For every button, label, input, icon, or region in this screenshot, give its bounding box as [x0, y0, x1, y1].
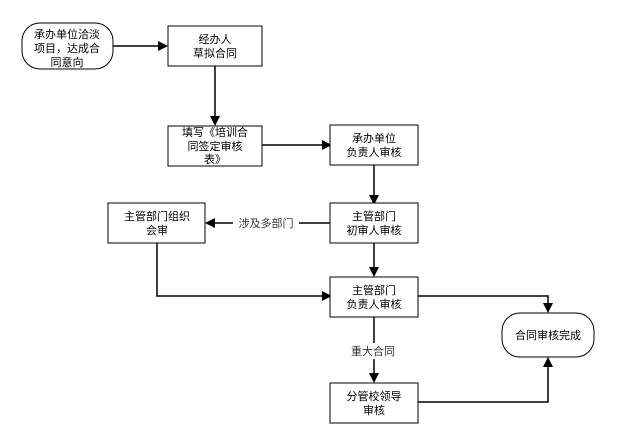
leader-review-shape — [329, 382, 419, 424]
handler-draft-line-2: 草拟合同 — [193, 46, 237, 60]
start-node-shape — [21, 22, 114, 70]
edge-leader-to-complete — [418, 357, 553, 403]
joint-review-line-2: 会审 — [146, 223, 168, 237]
joint-review-line-1: 主管部门组织 — [124, 209, 190, 223]
dept-initial-review-line-2: 初审人审核 — [347, 223, 402, 237]
start-node-line-2: 项目，达成合 — [34, 41, 100, 55]
unit-head-review-line-2: 负责人审核 — [347, 145, 402, 159]
complete-node: 合同审核完成 — [501, 312, 595, 358]
multi-dept-label-bg — [233, 215, 299, 231]
start-node-line-3: 同意向 — [51, 55, 84, 69]
complete-node-line-1: 合同审核完成 — [515, 328, 581, 342]
edge-joint-to-head — [156, 243, 332, 301]
dept-head-review-line-2: 负责人审核 — [347, 297, 402, 311]
leader-review-line-2: 审核 — [363, 403, 385, 417]
edge-labels: 涉及多部门 重大合同 — [233, 215, 402, 359]
joint-review-shape — [107, 202, 206, 244]
start-node-line-1: 承办单位洽淡 — [34, 27, 100, 41]
multi-dept-label: 涉及多部门 — [239, 216, 294, 230]
leader-review-line-1: 分管校领导 — [347, 389, 402, 403]
major-contract-label: 重大合同 — [351, 344, 395, 358]
fill-form-line-1: 填写《培训合 — [182, 125, 248, 139]
leader-review-node: 分管校领导 审核 — [329, 382, 419, 424]
fill-form-line-2: 同签定审核 — [188, 139, 243, 153]
handler-draft-shape — [167, 25, 263, 67]
dept-head-review-line-1: 主管部门 — [352, 283, 396, 297]
start-node: 承办单位洽淡 项目，达成合 同意向 — [21, 22, 114, 70]
fill-form-line-3: 表》 — [204, 152, 226, 166]
unit-head-review-line-1: 承办单位 — [352, 131, 396, 145]
dept-head-review-shape — [329, 276, 419, 318]
dept-initial-review-line-1: 主管部门 — [352, 209, 396, 223]
major-contract-label-bg — [344, 343, 402, 359]
edge-head-to-complete — [418, 295, 553, 313]
fill-form-shape — [167, 125, 263, 167]
flow-nodes: 承办单位洽淡 项目，达成合 同意向 经办人 草拟合同 填写《培训合 同签定审核 … — [21, 22, 595, 424]
joint-review-node: 主管部门组织 会审 — [107, 202, 206, 244]
fill-form-node: 填写《培训合 同签定审核 表》 — [167, 125, 263, 167]
handler-draft-line-1: 经办人 — [199, 33, 232, 46]
dept-initial-review-shape — [329, 202, 419, 244]
dept-head-review-node: 主管部门 负责人审核 — [329, 276, 419, 318]
dept-initial-review-node: 主管部门 初审人审核 — [329, 202, 419, 244]
complete-node-shape — [501, 312, 595, 358]
unit-head-review-shape — [329, 124, 419, 166]
unit-head-review-node: 承办单位 负责人审核 — [329, 124, 419, 166]
handler-draft-node: 经办人 草拟合同 — [167, 25, 263, 67]
